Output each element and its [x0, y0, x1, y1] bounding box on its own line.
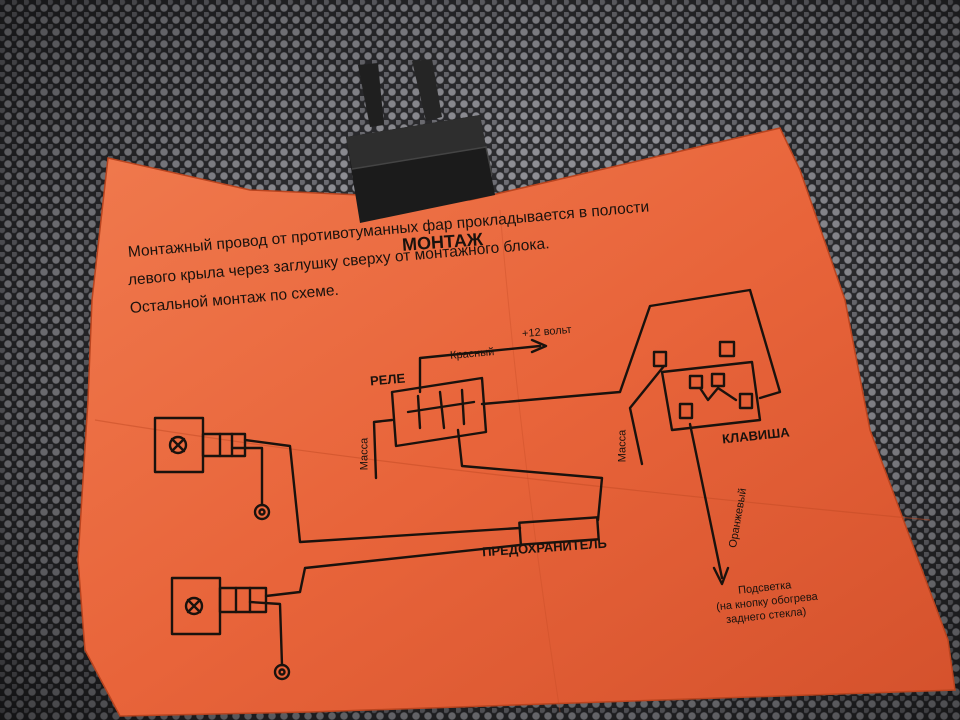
relay: [390, 376, 488, 448]
fuse: [518, 516, 600, 546]
plastic-plug: [346, 59, 495, 223]
fog-lamp-lower: [170, 576, 268, 636]
ground-terminal: [273, 663, 291, 681]
fog-lamp-upper: [153, 416, 247, 474]
dashboard-switch: [652, 340, 762, 432]
ground-label: Масса: [616, 429, 629, 463]
ground-label: Масса: [358, 437, 371, 471]
relay-label: РЕЛЕ: [369, 370, 406, 389]
ground-terminal: [253, 503, 271, 521]
